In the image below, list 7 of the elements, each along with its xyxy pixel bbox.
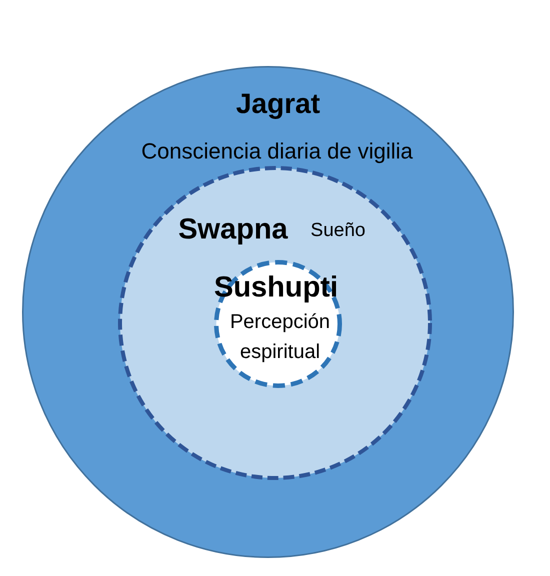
state-description: Sueño bbox=[310, 218, 366, 243]
outer-circle bbox=[22, 66, 514, 558]
state-description: Percepción espiritual bbox=[228, 310, 332, 365]
state-description: Consciencia diaria de vigilia bbox=[141, 138, 413, 166]
middle-circle bbox=[118, 166, 432, 480]
state-title: Jagrat bbox=[236, 87, 320, 121]
state-title: Swapna bbox=[178, 212, 288, 248]
